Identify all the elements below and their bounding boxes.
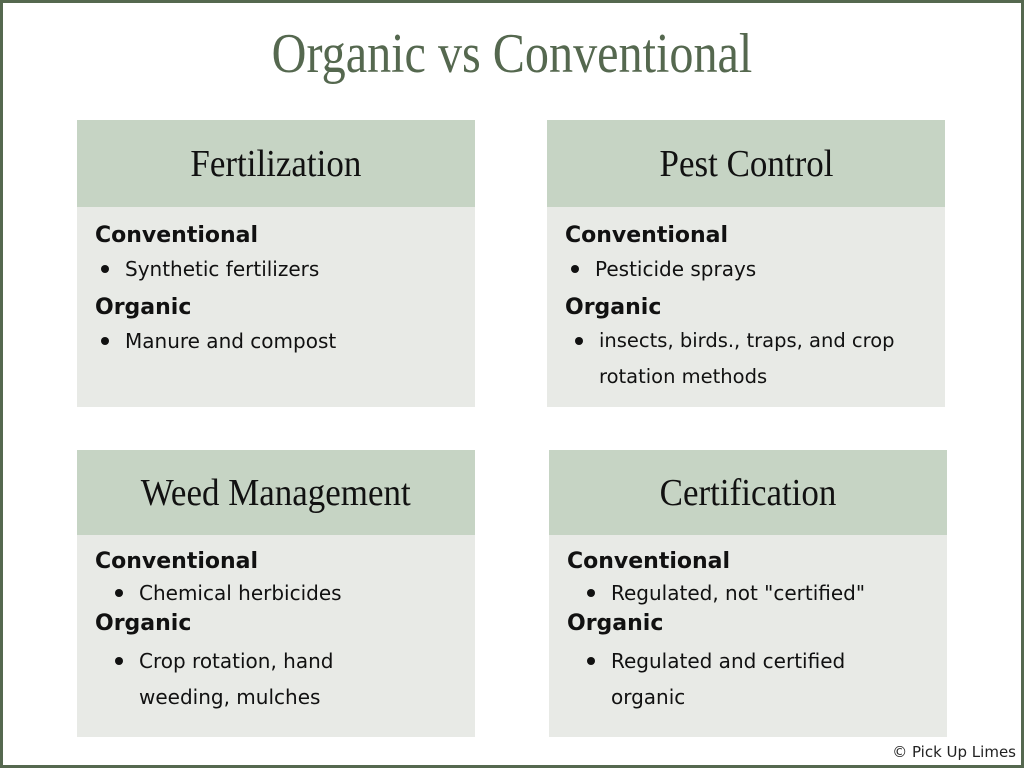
bullet-icon — [587, 589, 595, 597]
organic-label: Organic — [567, 611, 664, 636]
bullet-icon — [571, 265, 579, 273]
list-item: Manure and compost — [95, 323, 457, 359]
card-heading: Weed Management — [141, 471, 411, 514]
card-header: Certification — [549, 450, 947, 535]
bullet-icon — [115, 589, 123, 597]
card-header: Pest Control — [547, 120, 945, 207]
bullet-icon — [587, 657, 595, 665]
conventional-label: Conventional — [95, 549, 259, 574]
card-heading: Pest Control — [659, 142, 833, 185]
card-heading: Certification — [659, 471, 837, 514]
bullet-icon — [101, 337, 109, 345]
conventional-label: Conventional — [567, 549, 731, 574]
organic-label: Organic — [95, 295, 192, 320]
page-title: Organic vs Conventional — [271, 23, 753, 85]
card-header: Fertilization — [77, 120, 475, 207]
card-pest-control: Pest Control Conventional Pesticide spra… — [547, 120, 945, 407]
card-body: Conventional Synthetic fertilizers Organ… — [77, 207, 475, 407]
list-item: Pesticide sprays — [565, 251, 927, 287]
list-item: Regulated and certified organic — [567, 643, 929, 715]
organic-label: Organic — [95, 611, 192, 636]
bullet-icon — [115, 657, 123, 665]
bullet-icon — [575, 337, 583, 345]
list-item: Regulated, not "certified" — [567, 577, 929, 609]
card-body: Conventional Chemical herbicides Organic… — [77, 535, 475, 737]
list-item: Crop rotation, hand weeding, mulches — [95, 643, 457, 715]
list-item: Synthetic fertilizers — [95, 251, 457, 287]
card-body: Conventional Pesticide sprays Organic in… — [547, 207, 945, 407]
card-header: Weed Management — [77, 450, 475, 535]
conventional-label: Conventional — [95, 223, 259, 248]
card-fertilization: Fertilization Conventional Synthetic fer… — [77, 120, 475, 407]
copyright-credit: © Pick Up Limes — [892, 743, 1016, 761]
list-item: Chemical herbicides — [95, 577, 457, 609]
card-certification: Certification Conventional Regulated, no… — [549, 450, 947, 737]
organic-label: Organic — [565, 295, 662, 320]
list-item: insects, birds., traps, and crop rotatio… — [565, 323, 927, 395]
conventional-label: Conventional — [565, 223, 729, 248]
bullet-icon — [101, 265, 109, 273]
card-heading: Fertilization — [190, 142, 362, 185]
card-weed-management: Weed Management Conventional Chemical he… — [77, 450, 475, 737]
card-body: Conventional Regulated, not "certified" … — [549, 535, 947, 737]
